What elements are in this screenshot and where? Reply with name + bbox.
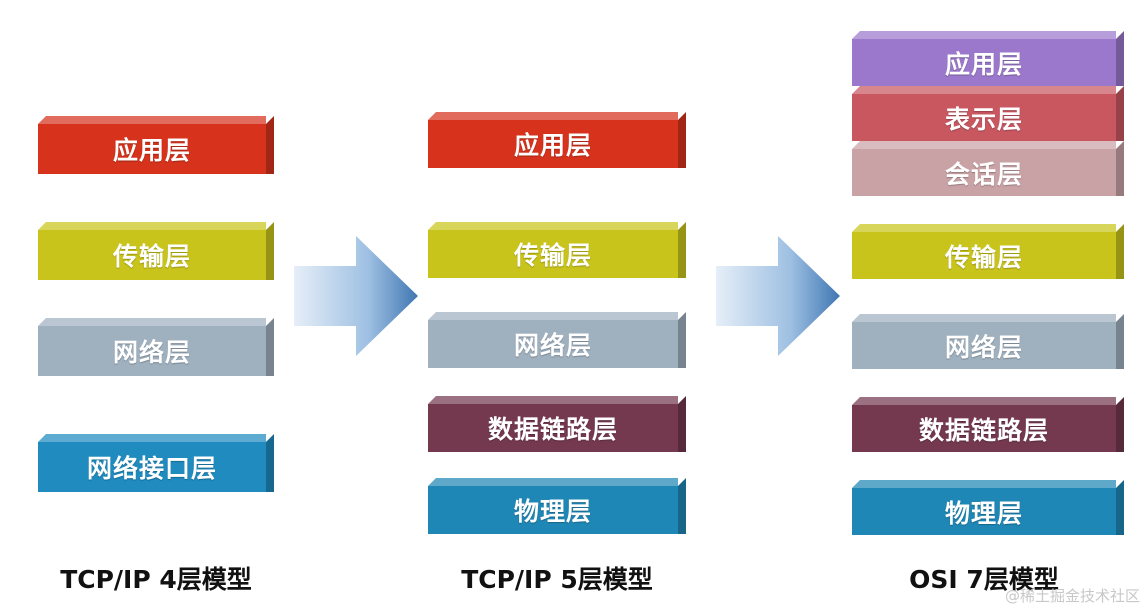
layer-label: 数据链路层 xyxy=(852,405,1116,452)
layer-label: 物理层 xyxy=(428,486,678,534)
layer-label: 传输层 xyxy=(428,230,678,278)
layer-block: 网络接口层 xyxy=(38,434,274,492)
layer-block: 会话层 xyxy=(852,141,1124,196)
layer-block: 网络层 xyxy=(852,314,1124,369)
layer-block: 网络层 xyxy=(38,318,274,376)
layer-block: 物理层 xyxy=(428,478,686,534)
model-caption: TCP/IP 5层模型 xyxy=(461,565,653,594)
layer-block: 应用层 xyxy=(852,31,1124,86)
right-arrow-icon xyxy=(716,236,840,356)
model-caption: TCP/IP 4层模型 xyxy=(60,565,252,594)
watermark: @稀土掘金技术社区 xyxy=(1004,587,1140,605)
right-arrow-icon xyxy=(294,236,418,356)
layer-label: 应用层 xyxy=(852,39,1116,86)
layer-label: 传输层 xyxy=(38,230,266,280)
layer-block: 传输层 xyxy=(852,224,1124,279)
layer-label: 网络层 xyxy=(428,320,678,368)
layer-block: 应用层 xyxy=(38,116,274,174)
layer-label: 会话层 xyxy=(852,149,1116,196)
model-caption: OSI 7层模型 xyxy=(909,565,1059,594)
layer-label: 物理层 xyxy=(852,488,1116,535)
layer-block: 应用层 xyxy=(428,112,686,168)
layer-block: 表示层 xyxy=(852,86,1124,141)
layer-label: 传输层 xyxy=(852,232,1116,279)
layer-block: 数据链路层 xyxy=(428,396,686,452)
layer-label: 网络层 xyxy=(38,326,266,376)
layer-label: 数据链路层 xyxy=(428,404,678,452)
layer-label: 网络层 xyxy=(852,322,1116,369)
layer-block: 数据链路层 xyxy=(852,397,1124,452)
layer-label: 表示层 xyxy=(852,94,1116,141)
layer-label: 应用层 xyxy=(428,120,678,168)
layer-block: 物理层 xyxy=(852,480,1124,535)
layer-block: 传输层 xyxy=(38,222,274,280)
layer-label: 网络接口层 xyxy=(38,442,266,492)
layer-block: 传输层 xyxy=(428,222,686,278)
layer-label: 应用层 xyxy=(38,124,266,174)
layer-block: 网络层 xyxy=(428,312,686,368)
